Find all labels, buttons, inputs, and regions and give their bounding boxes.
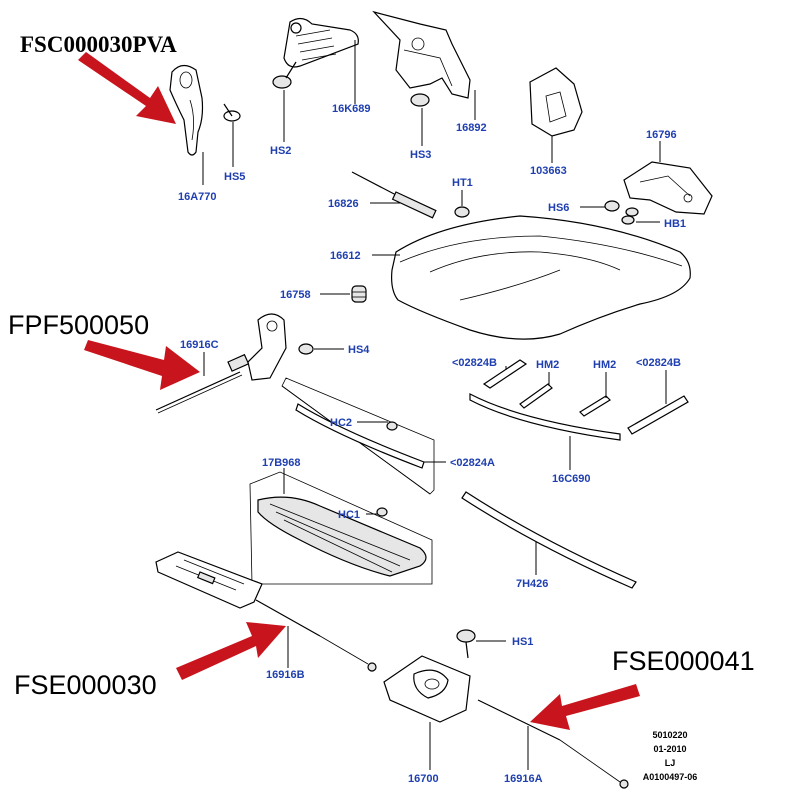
- label-hs1: HS1: [512, 636, 533, 648]
- label-hc2: HC2: [330, 417, 352, 429]
- label-16916b: 16916B: [266, 669, 305, 681]
- label-16k689: 16K689: [332, 103, 371, 115]
- hood-seal-right-strip: [627, 370, 689, 435]
- bolt-hs1: [456, 629, 506, 659]
- label-7h426: 7H426: [516, 578, 548, 590]
- screw-hs4: [298, 343, 344, 355]
- label-hs2: HS2: [270, 145, 291, 157]
- label-hs4: HS4: [348, 344, 370, 356]
- bolt-hs6: [580, 200, 639, 217]
- label-ht1: HT1: [452, 177, 473, 189]
- label-16892: 16892: [456, 122, 487, 134]
- label-02824b-right: <02824B: [636, 357, 681, 369]
- hood-release-cable-front: [155, 313, 287, 414]
- label-16a770: 16A770: [178, 191, 217, 203]
- stamp-line-4: A0100497-06: [643, 772, 698, 782]
- label-16826: 16826: [328, 198, 359, 210]
- callout-fpf500050: FPF500050: [8, 310, 149, 340]
- hood-prop-strut: [351, 171, 437, 219]
- hood-bumper-pad: [529, 67, 583, 163]
- arrow-to-16916c: [84, 340, 200, 390]
- label-hc1: HC1: [338, 509, 360, 521]
- hood-hinge: [623, 141, 713, 215]
- callout-fse000030: FSE000030: [14, 670, 157, 700]
- release-handle-plate: [155, 551, 377, 672]
- hood-latch: [383, 655, 471, 770]
- stamp-line-1: 5010220: [652, 730, 687, 740]
- label-02824a: <02824A: [450, 457, 495, 469]
- hood-release-handle: [169, 64, 204, 185]
- arrow-to-16a770: [78, 52, 176, 124]
- hood-panel: [372, 215, 691, 340]
- cowl-long-seal: [461, 491, 637, 589]
- hood-long-seal: [469, 393, 621, 470]
- label-16758: 16758: [280, 289, 311, 301]
- clip-ht1: [454, 190, 470, 218]
- stamp-line-2: 01-2010: [653, 744, 686, 754]
- label-hs5: HS5: [224, 171, 245, 183]
- label-hs6: HS6: [548, 202, 569, 214]
- callout-fse000041: FSE000041: [612, 646, 755, 676]
- label-16612: 16612: [330, 250, 361, 262]
- arrow-to-16916b: [176, 622, 286, 680]
- label-16796: 16796: [646, 129, 677, 141]
- hood-release-cable-rear: [477, 699, 629, 789]
- hood-seal-middle-pieces: [519, 372, 611, 417]
- cowl-panel-box: [249, 468, 433, 585]
- screw-hs5: [223, 103, 241, 167]
- label-02824b-left: <02824B: [452, 357, 497, 369]
- label-16916a: 16916A: [504, 773, 543, 785]
- label-16700: 16700: [408, 773, 439, 785]
- callout-fsc000030pva: FSC000030PVA: [20, 32, 177, 57]
- stamp-line-3: LJ: [665, 758, 676, 768]
- label-103663: 103663: [530, 165, 567, 177]
- arrow-to-16916a: [530, 684, 640, 730]
- label-16c690: 16C690: [552, 473, 591, 485]
- label-hb1: HB1: [664, 218, 686, 230]
- cowl-seal-box: [281, 377, 446, 495]
- label-hs3: HS3: [410, 149, 431, 161]
- label-17b968: 17B968: [262, 457, 301, 469]
- hood-latch-cable-assembly: [272, 17, 359, 142]
- diagram-reference-stamp: 5010220 01-2010 LJ A0100497-06: [643, 730, 698, 782]
- bolt-hb1: [621, 215, 660, 225]
- hood-seal-left-strip: [482, 359, 528, 389]
- hood-hinge-bracket: [372, 10, 476, 146]
- label-16916c: 16916C: [180, 339, 219, 351]
- label-hm2-left: HM2: [536, 359, 559, 371]
- label-hm2-right: HM2: [593, 359, 616, 371]
- hood-bump-stop: [320, 285, 367, 303]
